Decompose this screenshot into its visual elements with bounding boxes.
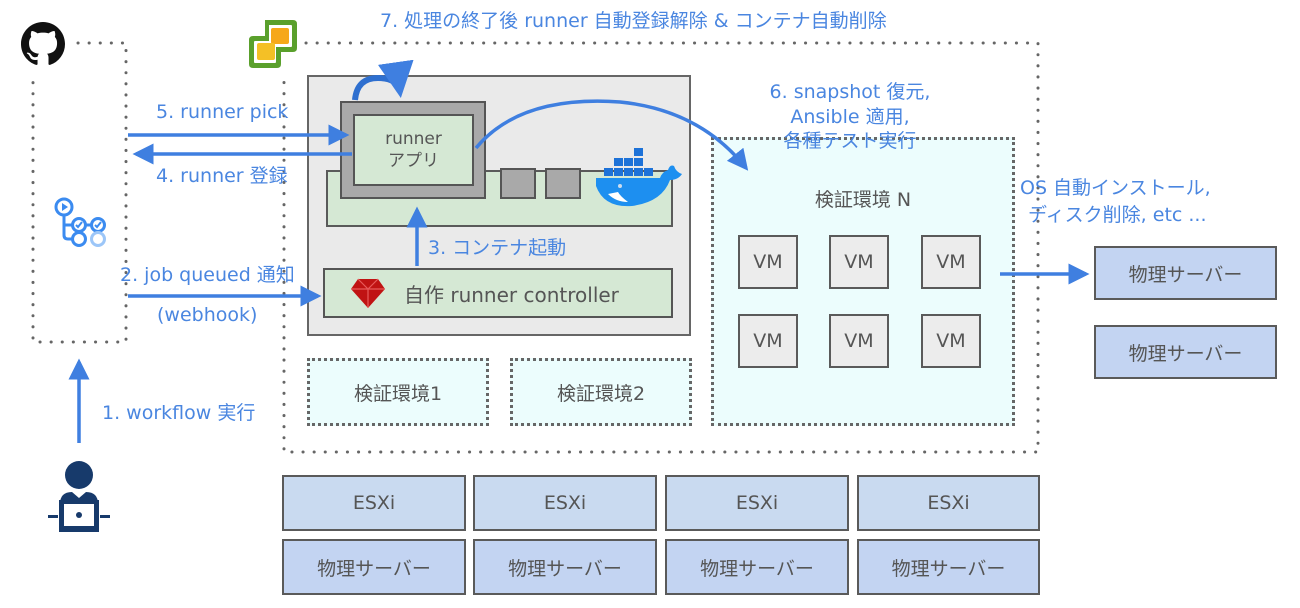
container-box <box>500 168 536 199</box>
step-7-label: 7. 処理の終了後 runner 自動登録解除 & コンテナ自動削除 <box>380 10 887 32</box>
esxi-host: ESXi <box>665 475 849 531</box>
arrow-snapshot-restore <box>474 99 749 171</box>
ruby-icon <box>350 277 390 309</box>
env-1-box: 検証環境1 <box>307 358 489 426</box>
physical-server: 物理サーバー <box>857 539 1040 595</box>
vsphere-icon <box>247 18 299 70</box>
runner-app-label-1: runner <box>385 128 442 149</box>
vm-box: VM <box>738 314 798 368</box>
env-2-label: 検証環境2 <box>556 382 646 405</box>
vm-box: VM <box>738 235 798 289</box>
env-1-label: 検証環境1 <box>353 382 443 405</box>
esxi-host: ESXi <box>857 475 1040 531</box>
vsphere-frame <box>282 41 1040 454</box>
os-install-line-2: ディスク削除, etc ... <box>1028 203 1207 226</box>
os-install-line-1: OS 自動インストール, <box>1020 177 1211 199</box>
esxi-host: ESXi <box>473 475 657 531</box>
vm-box: VM <box>829 314 889 368</box>
runner-controller-label: 自作 runner controller <box>404 282 619 307</box>
arrow-auto-unregister <box>352 59 414 101</box>
physical-server: 物理サーバー <box>282 539 466 595</box>
user-laptop-icon <box>46 460 112 532</box>
step-6-line-3: 各種テスト実行 <box>783 130 917 153</box>
step-4-label: 4. runner 登録 <box>156 165 288 187</box>
github-actions-icon <box>52 195 108 251</box>
step-6-line-1: 6. snapshot 復元, <box>769 81 931 103</box>
runner-controller-box: 自作 runner controller <box>323 268 673 318</box>
os-install-label: OS 自動インストール, ディスク削除, etc ... <box>1020 175 1211 228</box>
runner-app-label-2: アプリ <box>388 151 439 171</box>
step-6-label: 6. snapshot 復元, Ansible 適用, 各種テスト実行 <box>730 80 970 154</box>
container-box <box>545 168 581 199</box>
step-6-line-2: Ansible 適用, <box>790 105 910 128</box>
external-physical-server: 物理サーバー <box>1094 325 1277 379</box>
github-frame <box>31 41 128 344</box>
step-5-label: 5. runner pick <box>156 101 289 123</box>
env-n-label: 検証環境 N <box>814 189 912 211</box>
step-3-label: 3. コンテナ起動 <box>428 237 567 259</box>
vm-box: VM <box>921 314 981 368</box>
vm-box: VM <box>921 235 981 289</box>
env-2-box: 検証環境2 <box>510 358 692 426</box>
runner-app-box: runner アプリ <box>353 114 474 186</box>
github-icon <box>21 22 65 66</box>
step-1-label: 1. workflow 実行 <box>102 402 256 424</box>
step-2-sub-label: (webhook) <box>157 304 258 326</box>
step-2-label: 2. job queued 通知 <box>120 264 295 286</box>
esxi-host: ESXi <box>282 475 466 531</box>
docker-icon <box>594 146 684 212</box>
physical-server: 物理サーバー <box>473 539 657 595</box>
physical-server: 物理サーバー <box>665 539 849 595</box>
external-physical-server: 物理サーバー <box>1094 246 1277 300</box>
vm-box: VM <box>829 235 889 289</box>
